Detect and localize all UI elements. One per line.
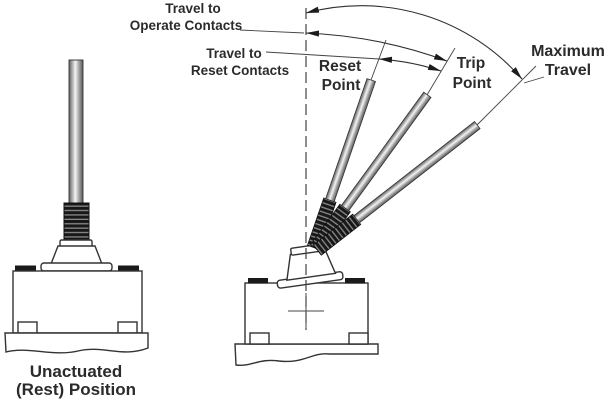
rest-operating-head (49, 245, 104, 265)
rest-lever-rod (68, 59, 84, 209)
label-maximum-travel-line2: Travel (545, 62, 591, 79)
rest-mounting-foot-left (17, 321, 38, 334)
actuated-switch (234, 8, 481, 366)
label-maximum-travel-line1: Maximum (531, 43, 605, 60)
label-travel-to-reset-line1: Travel to (206, 46, 262, 61)
body-center-crosshair (288, 293, 324, 329)
rest-mounting-plate (4, 332, 149, 354)
label-trip-point-line2: Point (453, 75, 492, 92)
unactuated-switch (4, 59, 149, 354)
label-travel-to-operate-line1: Travel to (165, 1, 221, 16)
actuated-mounting-foot-left (249, 332, 270, 345)
actuated-mounting-plate (234, 343, 379, 366)
label-reset-point-line2: Point (322, 77, 361, 94)
rest-head-flange (40, 262, 113, 272)
label-travel-to-reset-line2: Reset Contacts (191, 63, 289, 78)
leader-travel-to-operate (239, 29, 305, 34)
dimension-annotations (239, 5, 545, 126)
reset-extension-line (370, 39, 387, 81)
leader-maximum-travel (523, 76, 545, 84)
leader-travel-to-reset (265, 51, 380, 60)
actuated-mounting-foot-right (348, 332, 369, 345)
maximum-extension-line (476, 65, 537, 126)
rest-lever-threaded-base (63, 202, 90, 242)
actuated-operating-head (276, 243, 344, 289)
rest-body-tab-right (118, 265, 139, 272)
label-travel-to-operate-line2: Operate Contacts (130, 18, 243, 33)
rest-mounting-foot-right (117, 321, 138, 334)
label-trip-point-line1: Trip (457, 55, 485, 72)
actuated-body-tab-left (248, 278, 268, 284)
arc-maximum-travel (305, 5, 523, 80)
label-reset-point-line1: Reset (319, 58, 361, 75)
actuated-body-tab-right (345, 278, 365, 284)
diagram-labels: Travel to Operate Contacts Travel to Res… (16, 1, 605, 399)
label-unactuated-line1: Unactuated (30, 362, 123, 381)
label-unactuated-line2: (Rest) Position (16, 380, 136, 399)
arc-travel-to-reset (378, 56, 442, 72)
arc-travel-to-operate (305, 30, 448, 62)
rest-body-tab-left (15, 265, 36, 272)
